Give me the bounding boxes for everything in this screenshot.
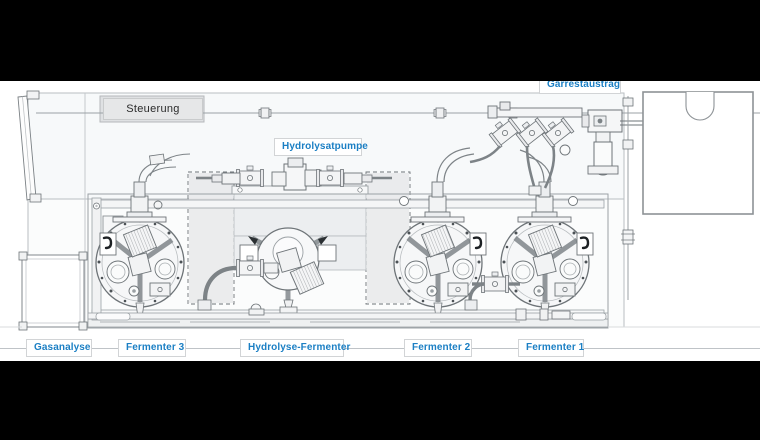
callout-steuerung[interactable]: Steuerung — [103, 98, 203, 120]
plant-elevation-drawing — [0, 90, 760, 331]
fermenter3-hose-fittings — [149, 153, 166, 166]
upper-hose-bundle — [436, 147, 552, 183]
gas-analysis-cabinet — [18, 251, 88, 331]
digestate-valve-manifold — [469, 101, 583, 196]
technical-drawing-canvas — [0, 81, 760, 361]
digestate-storage-tank — [642, 91, 754, 215]
fermenter3-hoses — [138, 153, 191, 183]
pipe-port-left — [399, 196, 409, 206]
fermenter-3-vessel — [95, 181, 185, 319]
callout-fermenter-2[interactable]: Fermenter 2 — [404, 339, 472, 357]
fermenter-2-vessel — [393, 181, 487, 319]
base-plinth — [87, 303, 609, 323]
letterbox-bottom — [0, 361, 760, 440]
callout-leader-line — [0, 348, 760, 349]
callout-fermenter-1[interactable]: Fermenter 1 — [518, 339, 584, 357]
pipe-port-right — [568, 196, 578, 206]
callout-fermenter-3[interactable]: Fermenter 3 — [118, 339, 186, 357]
callout-hydrolysatpumpe[interactable]: Hydrolysatpumpe — [274, 138, 368, 156]
centre-pipe-left — [197, 255, 279, 311]
hydrolysate-pump-assembly — [196, 157, 392, 191]
callout-hydrolyse-fermenter[interactable]: Hydrolyse-Fermenter — [240, 339, 350, 357]
interfermenter-pipe — [464, 271, 520, 311]
fermenter-1-vessel — [500, 181, 594, 319]
left-hinged-panel — [17, 90, 42, 203]
letterbox-top — [0, 0, 760, 81]
callout-gasanalyse[interactable]: Gasanalyse — [26, 339, 92, 357]
